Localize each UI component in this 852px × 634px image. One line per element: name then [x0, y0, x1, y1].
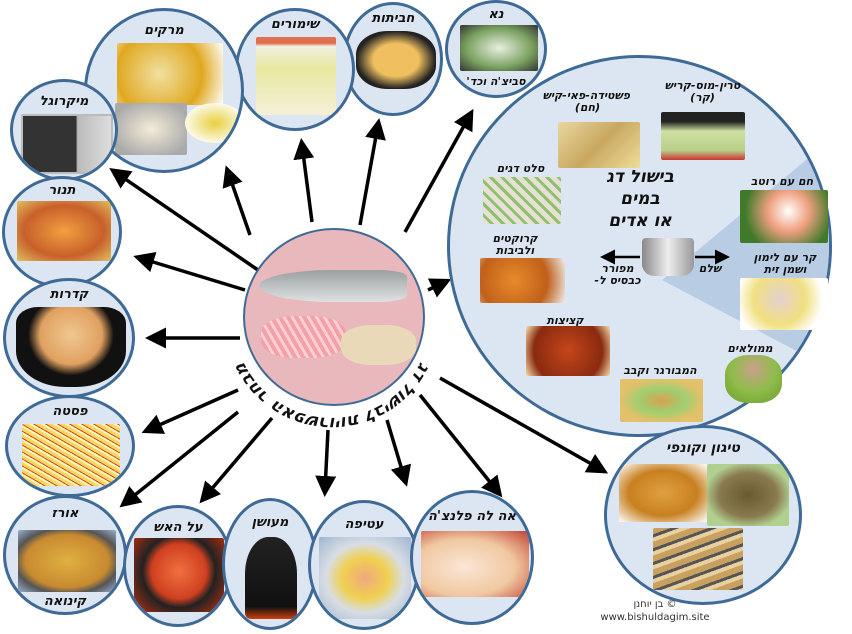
stuffed-image	[725, 355, 782, 403]
salad-label: סלט דגים	[496, 162, 545, 175]
method-label: מרקים	[144, 23, 184, 38]
balls-label: קציצות	[546, 314, 584, 327]
method-label: חביתות	[371, 11, 415, 26]
arrow-wrap	[385, 419, 412, 487]
method-label: אה לה פלנצ'ה	[428, 509, 516, 524]
arrow-raw	[403, 108, 474, 233]
microwave-image	[21, 114, 113, 174]
credit: © בן יוחנן www.bishuldagim.site	[600, 598, 710, 624]
method-label: עטיפה	[344, 517, 384, 532]
method-omelets: חביתות	[343, 2, 443, 116]
arrow-smoked	[315, 429, 337, 497]
cream-soup-image	[115, 103, 187, 155]
arrow-soups	[222, 165, 252, 236]
arrow-pasta	[141, 388, 239, 434]
pot-stew-image	[16, 307, 126, 387]
jar-image	[256, 37, 336, 115]
arrow-rice	[119, 410, 240, 508]
plancha-fish-image	[421, 531, 529, 597]
method-sublabel: סביצ'ה וכד'	[466, 75, 526, 88]
method-soups: מרקים	[84, 8, 244, 173]
method-pots: קדרות	[3, 278, 135, 398]
croquettes-label: קרוקטים ולביבות	[492, 232, 538, 257]
method-pasta: פסטה	[5, 395, 135, 497]
quiche-image	[558, 122, 640, 168]
boiling-title-line: או אדים	[608, 211, 672, 231]
arrow-oven	[133, 252, 246, 292]
pot-icon	[642, 238, 694, 276]
cold-lemon-label: קר עם לימון ושמן זית	[753, 251, 817, 276]
whole-fish-image	[259, 270, 407, 302]
arrow-microwave	[109, 168, 259, 272]
method-smoked: מעושן	[222, 498, 318, 630]
method-label: טיגון וקונפי	[666, 440, 740, 456]
burger-label: המבורגר וקבב	[623, 364, 697, 377]
hot-sauce-label: חם עם רוטב	[750, 175, 814, 188]
stuffed-label: ממולאים	[727, 342, 773, 355]
cold-lemon-image	[740, 278, 828, 330]
method-grill: על האש	[123, 505, 233, 627]
oven-fish-image	[17, 201, 111, 261]
whole-label: שלם	[698, 262, 722, 275]
method-label: נא	[488, 7, 504, 22]
fried-whole-fish-image	[707, 464, 789, 526]
fish-steaks-image	[341, 325, 416, 365]
arrow-frying	[439, 376, 609, 474]
terrine-label: טרין-מוס-קריש (קר)	[664, 79, 741, 104]
paella-image	[18, 530, 116, 592]
credit-author: © בן יוחנן	[633, 599, 677, 610]
boiling-title-line: בישול דג	[606, 167, 674, 187]
fried-fillet-image	[619, 464, 707, 522]
fillet-image	[261, 316, 346, 358]
croquettes-image	[480, 258, 565, 303]
method-sublabel: קינואה	[43, 594, 87, 609]
omelet-image	[356, 31, 436, 89]
foil-wrap-image	[319, 537, 411, 619]
arrow-preserves	[293, 138, 315, 223]
method-raw: נא סביצ'ה וכד'	[445, 0, 547, 98]
ceviche-image	[460, 25, 538, 71]
burger-image	[620, 379, 703, 422]
broth-image	[185, 103, 241, 143]
method-label: מיקרוגל	[39, 94, 89, 109]
crumbled-label: מפורר כבסיס ל-	[594, 262, 641, 287]
smoker-image	[245, 537, 297, 619]
salad-image	[483, 177, 561, 224]
boiling-title: בישול דג במים או אדים	[580, 166, 700, 232]
soup-image	[117, 43, 223, 105]
grilled-salmon-image	[134, 538, 224, 612]
boiling-title-line: במים	[620, 189, 660, 209]
method-label: תנור	[48, 183, 76, 198]
fried-sardines-image	[653, 528, 743, 590]
method-preserves: שימורים	[235, 8, 355, 131]
quiche-label: פשטידה-פאי-קיש (חם)	[542, 89, 630, 114]
method-rice: אורז קינואה	[3, 495, 127, 615]
arrow-grill	[199, 416, 274, 504]
method-label: אורז	[51, 506, 79, 521]
method-label: שימורים	[270, 17, 320, 32]
method-oven: תנור	[2, 176, 122, 288]
arrow-boiling	[427, 278, 452, 298]
method-frying: טיגון וקונפי	[604, 425, 802, 605]
method-label: פסטה	[52, 404, 88, 419]
arrow-plancha	[418, 393, 503, 498]
center-fish-circle	[243, 228, 425, 406]
hot-sauce-image	[740, 190, 828, 243]
balls-image	[526, 326, 610, 376]
terrine-image	[661, 112, 745, 160]
method-label: קדרות	[49, 287, 89, 302]
arrow-omelets	[358, 118, 386, 226]
method-microwave: מיקרוגל	[10, 79, 118, 181]
credit-site[interactable]: www.bishuldagim.site	[600, 612, 710, 623]
pasta-image	[22, 424, 120, 486]
method-label: על האש	[153, 520, 203, 535]
method-label: מעושן	[251, 515, 289, 530]
method-wrap: עטיפה	[308, 500, 420, 630]
method-plancha: אה לה פלנצ'ה	[410, 490, 534, 625]
